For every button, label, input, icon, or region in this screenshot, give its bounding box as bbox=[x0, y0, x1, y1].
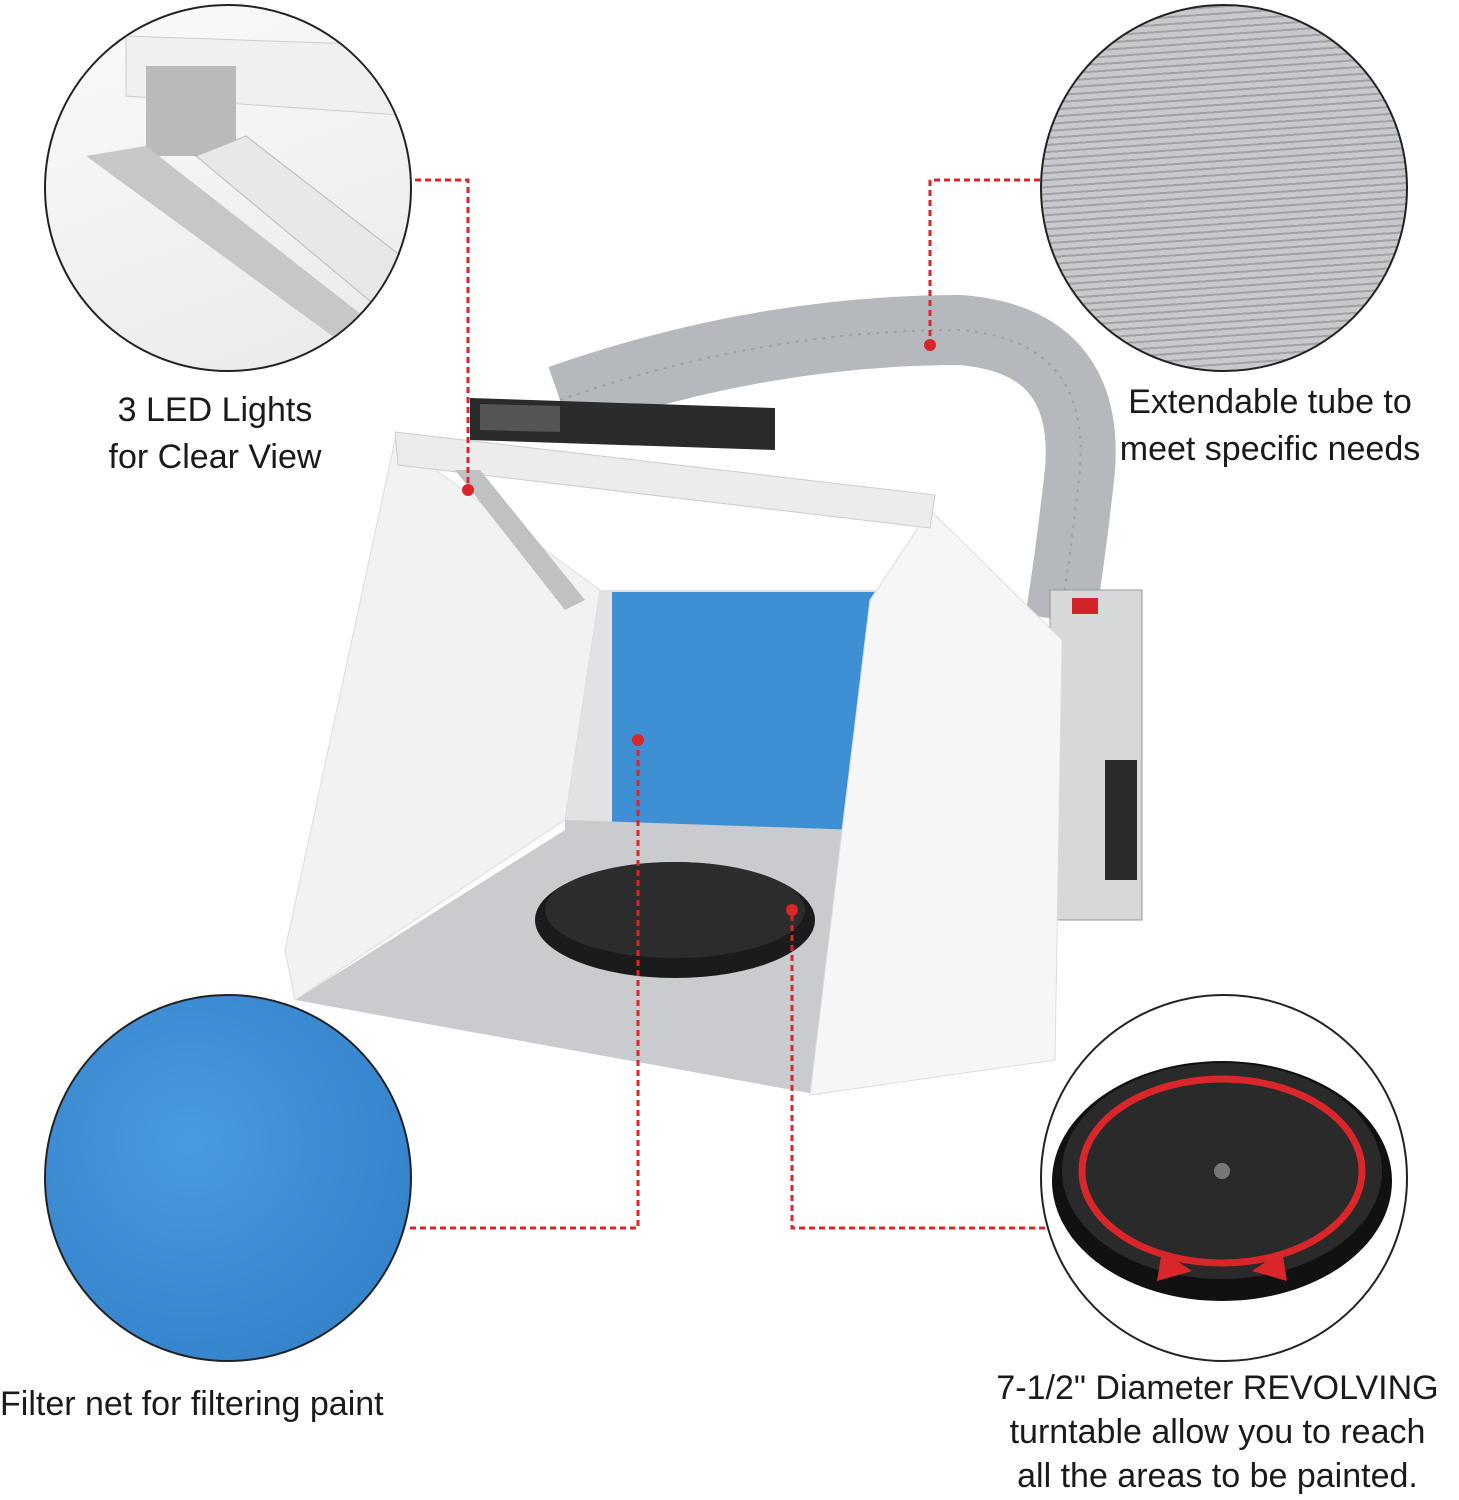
led-caption: 3 LED Lights for Clear View bbox=[60, 387, 370, 481]
led-caption-line2: for Clear View bbox=[108, 438, 322, 476]
led-light-bar-icon bbox=[86, 35, 410, 346]
tube-caption-line1: Extendable tube to bbox=[1128, 383, 1412, 421]
turntable-caption-line2: turntable allow you to reach bbox=[1009, 1413, 1426, 1451]
led-detail-circle bbox=[44, 4, 412, 372]
turntable-icon bbox=[1052, 1061, 1392, 1301]
leader-lines bbox=[410, 178, 1045, 1230]
booth-left-wall bbox=[284, 439, 601, 1001]
turntable-caption-line3: all the areas to be painted. bbox=[1017, 1457, 1418, 1495]
booth-top bbox=[394, 431, 936, 529]
turntable-caption: 7-1/2" Diameter REVOLVING turntable allo… bbox=[975, 1366, 1459, 1498]
led-caption-line1: 3 LED Lights bbox=[117, 391, 313, 429]
power-switch bbox=[1072, 598, 1098, 614]
tube-detail-circle bbox=[1040, 4, 1408, 372]
filter-detail-circle bbox=[44, 994, 412, 1362]
filter-caption: Filter net for filtering paint bbox=[0, 1385, 384, 1423]
led-bar bbox=[455, 470, 585, 610]
turntable-detail-circle bbox=[1040, 994, 1408, 1362]
tube-caption: Extendable tube to meet specific needs bbox=[1090, 379, 1450, 473]
booth-right-wall bbox=[809, 509, 1063, 1096]
turntable-caption-line1: 7-1/2" Diameter REVOLVING bbox=[996, 1369, 1439, 1407]
tube-caption-line2: meet specific needs bbox=[1119, 430, 1421, 468]
